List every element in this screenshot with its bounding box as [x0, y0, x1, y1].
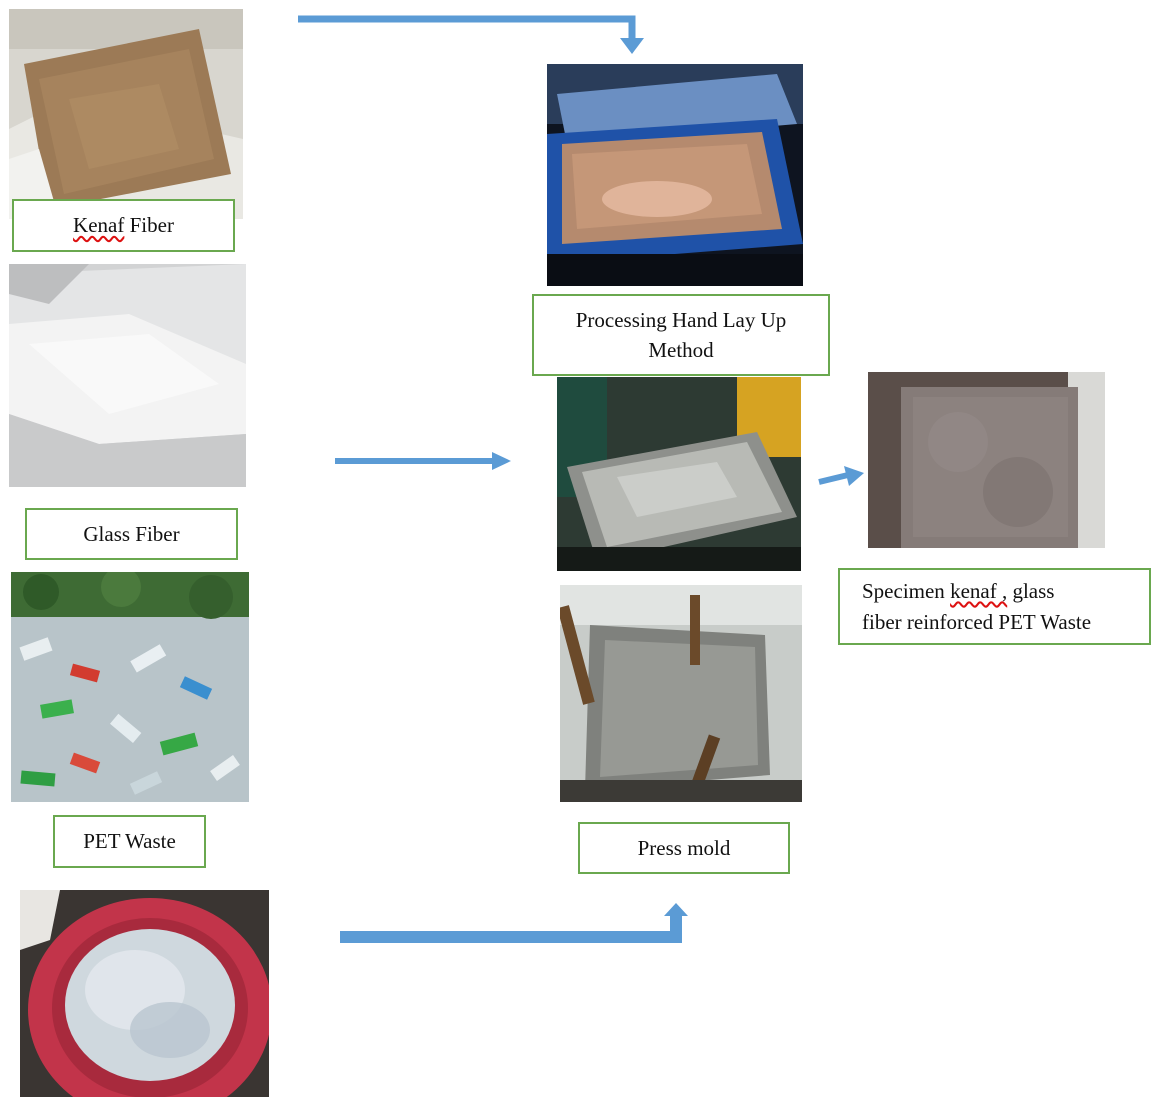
specimen-line2: fiber reinforced PET Waste: [862, 609, 1092, 634]
hand-lay-up-label: Processing Hand Lay Up Method: [532, 294, 830, 376]
top-elbow-arrow: [298, 15, 644, 54]
specimen-word: Specimen: [862, 579, 951, 604]
kenaf-fiber-label: Kenaf Fiber: [12, 199, 235, 252]
glass-fiber-label: Glass Fiber: [25, 508, 238, 560]
glass-fiber-text: Glass Fiber: [83, 521, 180, 546]
specimen-photo: [868, 372, 1105, 548]
hand-lay-up-photo: [547, 64, 803, 286]
kenaf-fiber-photo: [9, 9, 243, 219]
middle-arrow: [335, 452, 511, 470]
pet-waste-text: PET Waste: [83, 829, 176, 854]
press-mold-photo-2: [560, 585, 802, 802]
press-mold-label: Press mold: [578, 822, 790, 874]
pet-flakes-photo: [20, 890, 269, 1097]
hand-lay-up-line1: Processing Hand Lay Up: [575, 307, 787, 332]
right-arrow: [818, 466, 864, 486]
hand-lay-up-line2: Method: [648, 338, 714, 362]
pet-waste-label: PET Waste: [53, 815, 206, 868]
bottom-elbow-arrow: [340, 903, 688, 943]
fiber-word: Fiber: [124, 213, 174, 238]
press-mold-text: Press mold: [637, 835, 731, 860]
pet-waste-photo: [11, 572, 249, 802]
specimen-label: Specimen kenaf , glass fiber reinforced …: [838, 568, 1151, 645]
press-mold-photo-1: [557, 377, 801, 571]
glass-fiber-photo: [9, 264, 246, 487]
glass-word: glass: [1007, 579, 1055, 604]
kenaf-word-2: kenaf ,: [950, 579, 1008, 604]
kenaf-word: Kenaf: [73, 213, 125, 238]
